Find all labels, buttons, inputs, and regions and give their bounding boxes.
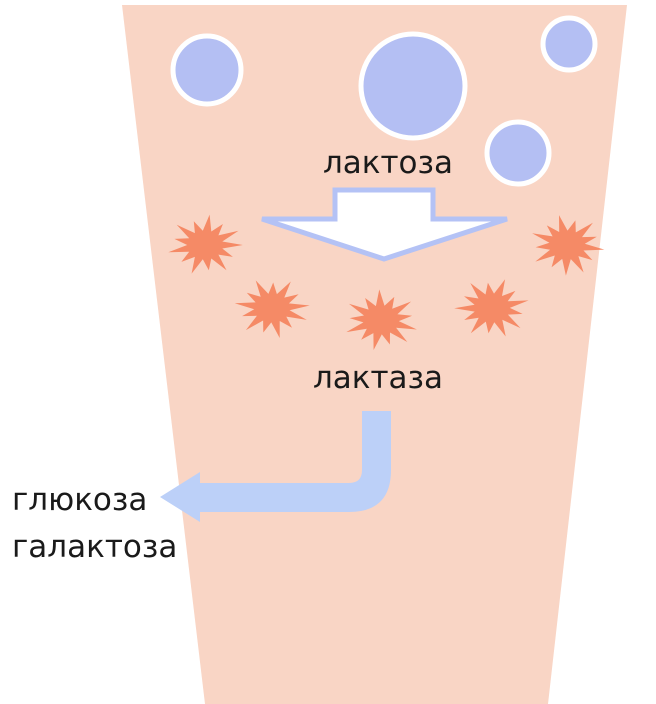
- enzyme-label: лактаза: [313, 360, 443, 396]
- substrate-label: лактоза: [323, 145, 453, 181]
- lactose-molecule-icon: [487, 122, 549, 184]
- lactose-molecule-icon: [361, 34, 465, 138]
- lactose-molecule-icon: [173, 36, 241, 104]
- product-label-galactose: галактоза: [12, 529, 177, 565]
- product-label-glucose: глюкоза: [12, 482, 147, 518]
- lactose-molecule-icon: [543, 18, 595, 70]
